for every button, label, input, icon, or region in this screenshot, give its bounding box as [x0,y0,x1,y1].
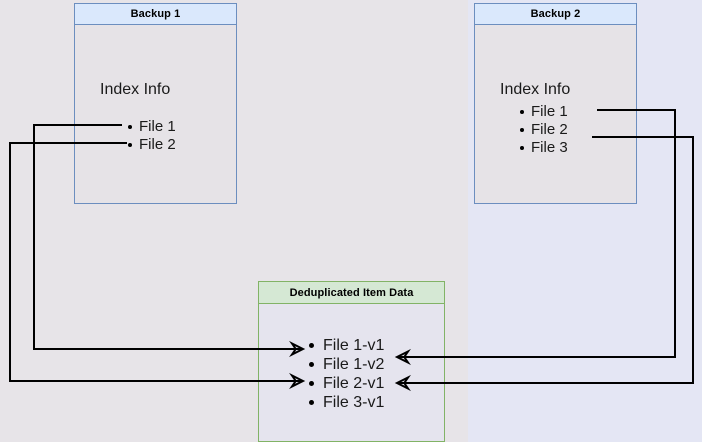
node-backup-1-index-label: Index Info [100,81,171,98]
backup-2-file-item: File 2 [520,121,568,139]
node-dedup-title: Deduplicated Item Data [259,282,444,304]
node-backup-1-title: Backup 1 [75,4,236,25]
dedup-data-item: File 2-v1 [309,374,384,393]
dedup-data-item: File 3-v1 [309,393,384,412]
backup-2-file-item: File 1 [520,103,568,121]
node-backup-2-title: Backup 2 [475,4,636,25]
backup-2-file-item: File 3 [520,139,568,157]
dedup-data-item: File 1-v1 [309,336,384,355]
node-backup-2-index-label: Index Info [500,81,571,98]
dedup-data-item: File 1-v2 [309,355,384,374]
backup-1-file-item: File 1 [128,118,176,136]
backup-1-file-item: File 2 [128,136,176,154]
